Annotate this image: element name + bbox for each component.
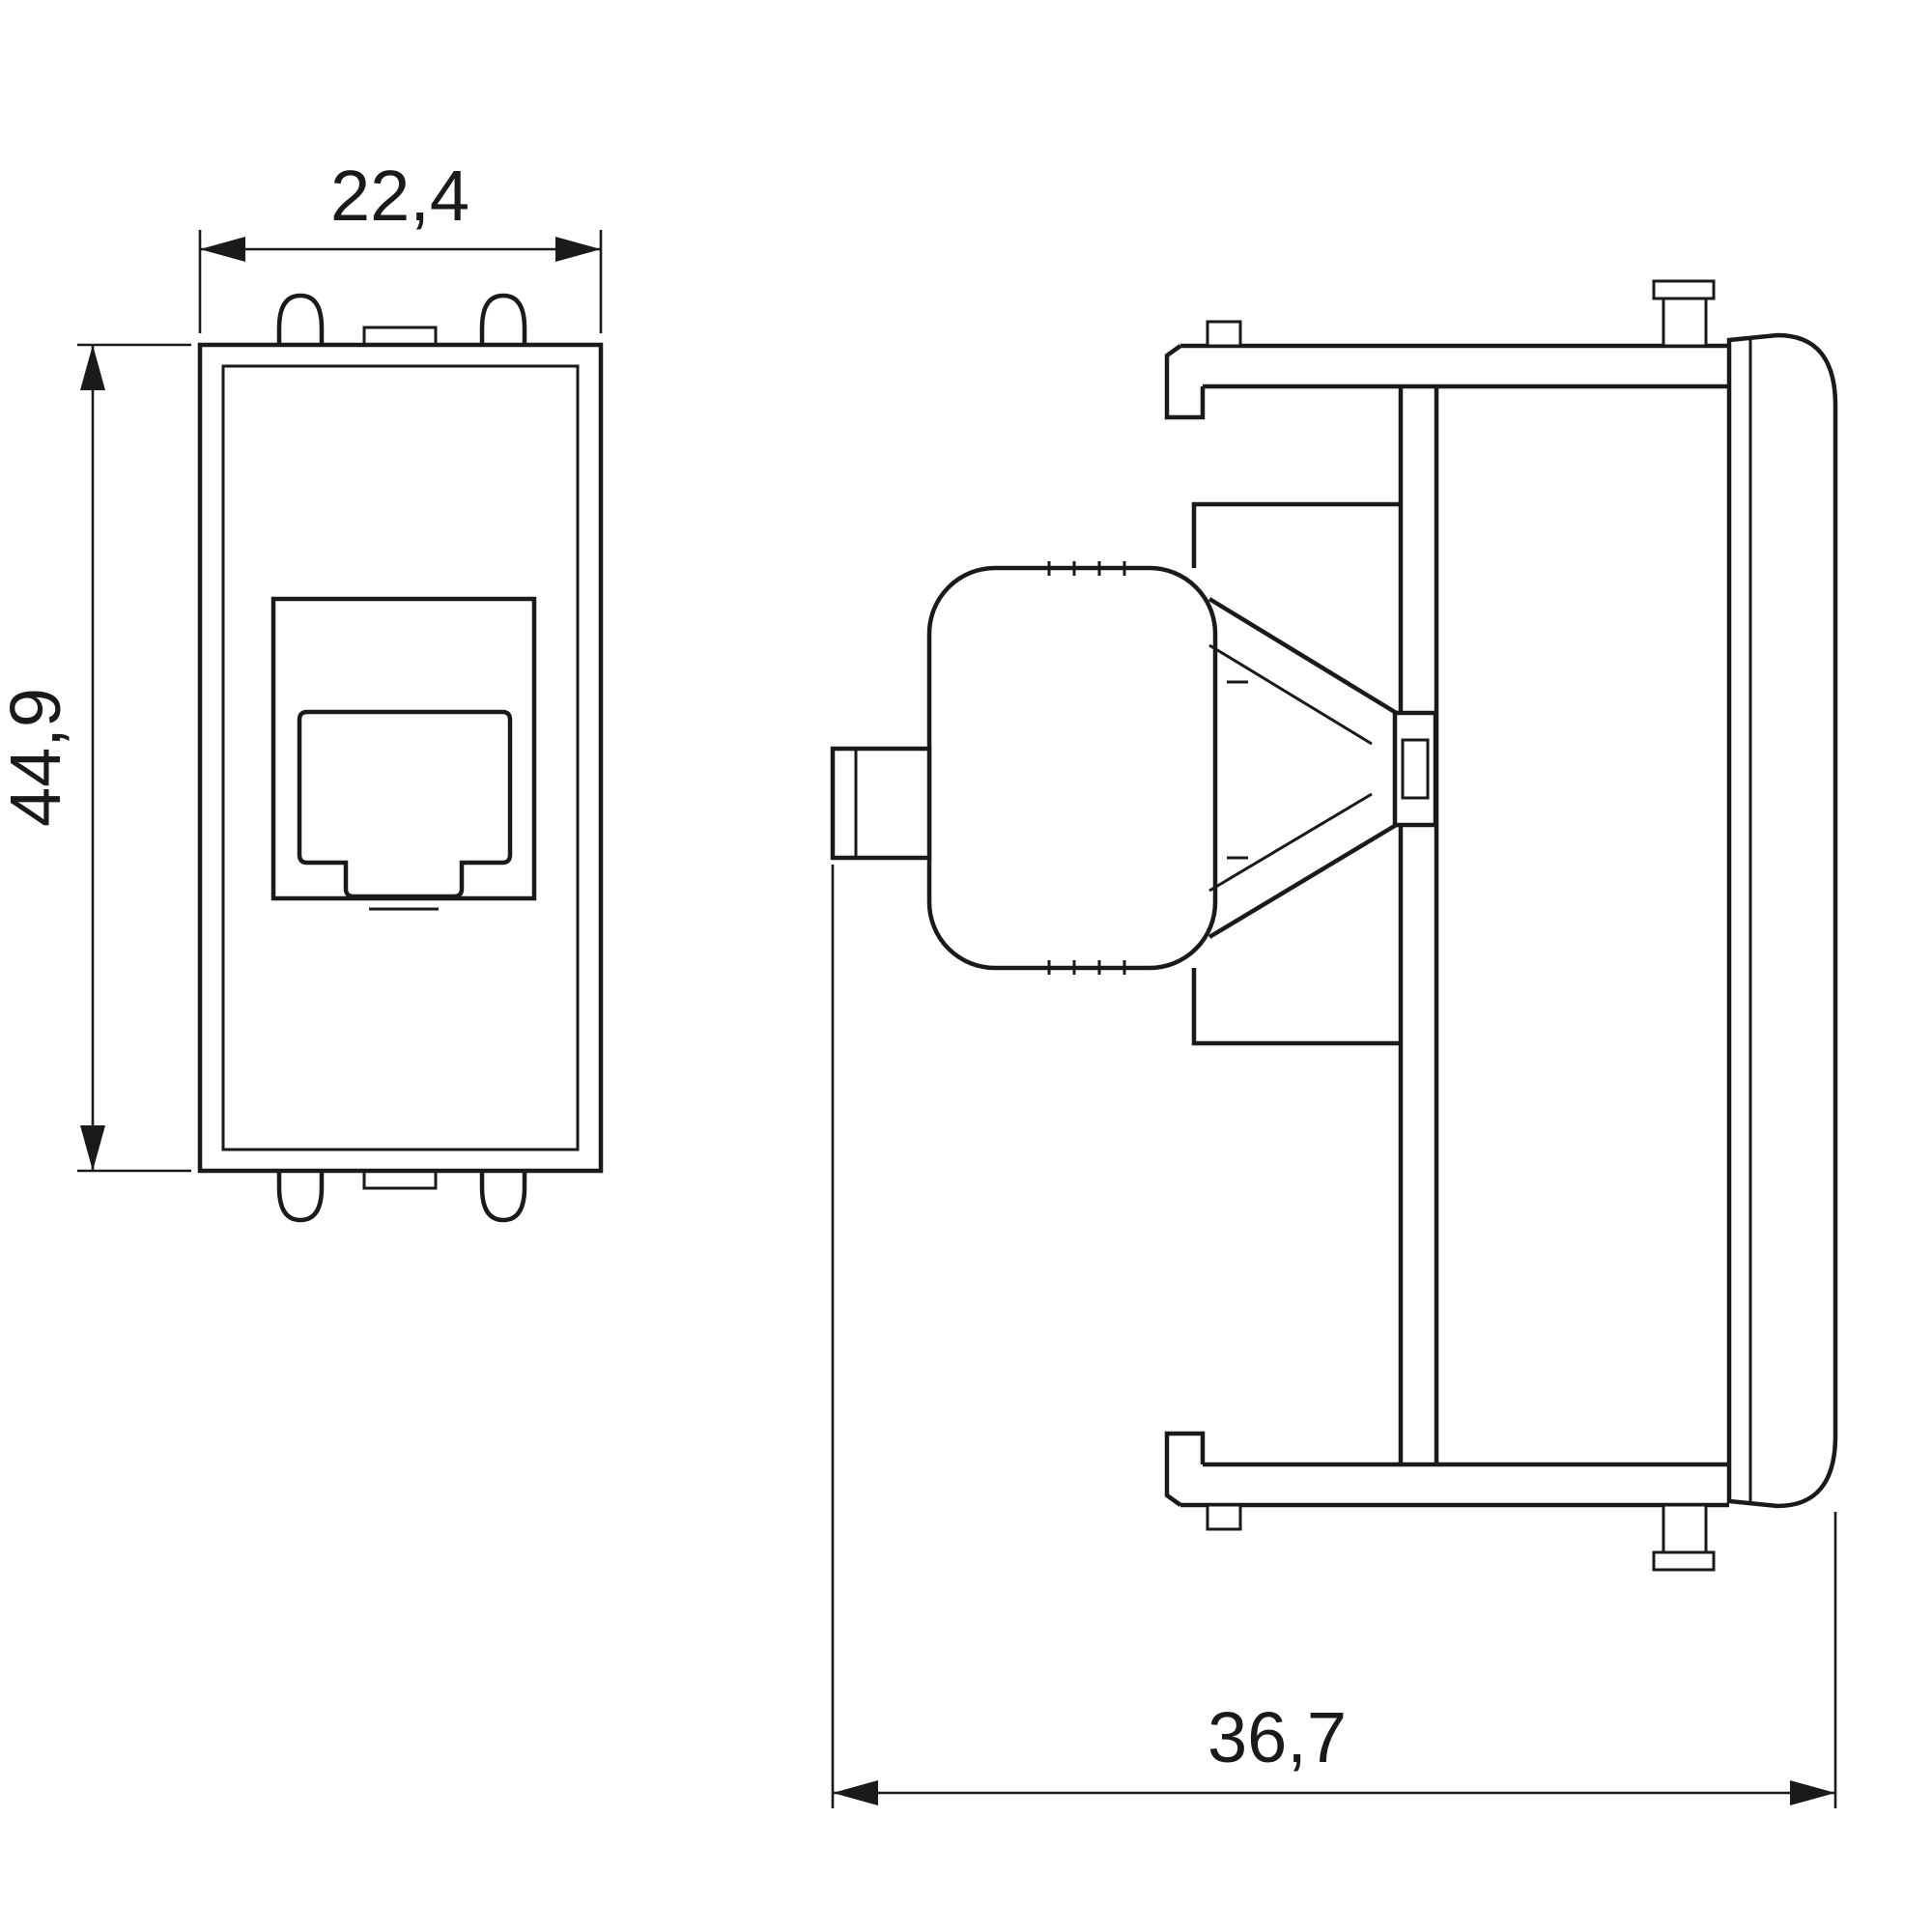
- cable-stub-outline: [830, 746, 932, 861]
- bottom-claw-hook: [1164, 1431, 1206, 1507]
- width-arrow-right: [555, 237, 601, 262]
- front-top-clip-right: [479, 293, 527, 345]
- depth-arrow-left: [833, 1780, 878, 1805]
- front-module-outline: [197, 342, 604, 1174]
- height-arrow-top: [80, 345, 105, 390]
- height-arrow-bottom: [80, 1125, 105, 1171]
- latch-tip-outer: [1392, 710, 1438, 828]
- bottom-plate-clip-stem: [1662, 1503, 1708, 1561]
- side-view: [830, 279, 1838, 1572]
- depth-dimension-label: 36,7: [1208, 1697, 1347, 1777]
- jack-body-bottom-ticks: [1047, 960, 1126, 975]
- cover-plate-profile: [1726, 332, 1838, 1509]
- dimension-height: 44,9: [0, 343, 191, 1173]
- top-claw-hook: [1164, 344, 1206, 420]
- bottom-step-shoulder: [1191, 968, 1401, 1046]
- latch-tip-inner: [1401, 738, 1430, 800]
- front-top-center-tab: [362, 326, 438, 347]
- bottom-wing-nub: [1206, 1503, 1242, 1531]
- latch-arm-upper-outer: [1208, 597, 1405, 719]
- height-dimension-label: 44,9: [0, 688, 75, 827]
- front-view: [197, 293, 604, 1223]
- jack-body-top-ticks: [1047, 561, 1126, 576]
- latch-arm-upper-inner: [1208, 643, 1373, 746]
- front-bottom-clip-right: [479, 1171, 527, 1223]
- front-bottom-clip-left: [276, 1171, 325, 1223]
- bottom-plate-clip-cap: [1652, 1550, 1716, 1572]
- front-bottom-center-tab: [362, 1169, 438, 1190]
- top-wing-nub: [1206, 320, 1242, 348]
- dimension-width: 22,4: [198, 156, 603, 333]
- width-dimension-label: 22,4: [330, 156, 469, 236]
- dimension-depth: 36,7: [831, 865, 1837, 1808]
- latch-arm-lower-inner: [1208, 792, 1373, 893]
- top-plate-clip-stem: [1662, 290, 1708, 348]
- jack-body-outline: [926, 565, 1218, 971]
- latch-arm-lower-outer: [1208, 819, 1405, 939]
- rj45-jack-opening: [297, 709, 513, 899]
- top-step-shoulder: [1191, 501, 1401, 568]
- top-plate-clip-cap: [1652, 279, 1716, 300]
- front-top-clip-left: [276, 293, 325, 345]
- front-module-bevel: [221, 364, 580, 1151]
- depth-arrow-right: [1790, 1780, 1835, 1805]
- width-arrow-left: [200, 237, 245, 262]
